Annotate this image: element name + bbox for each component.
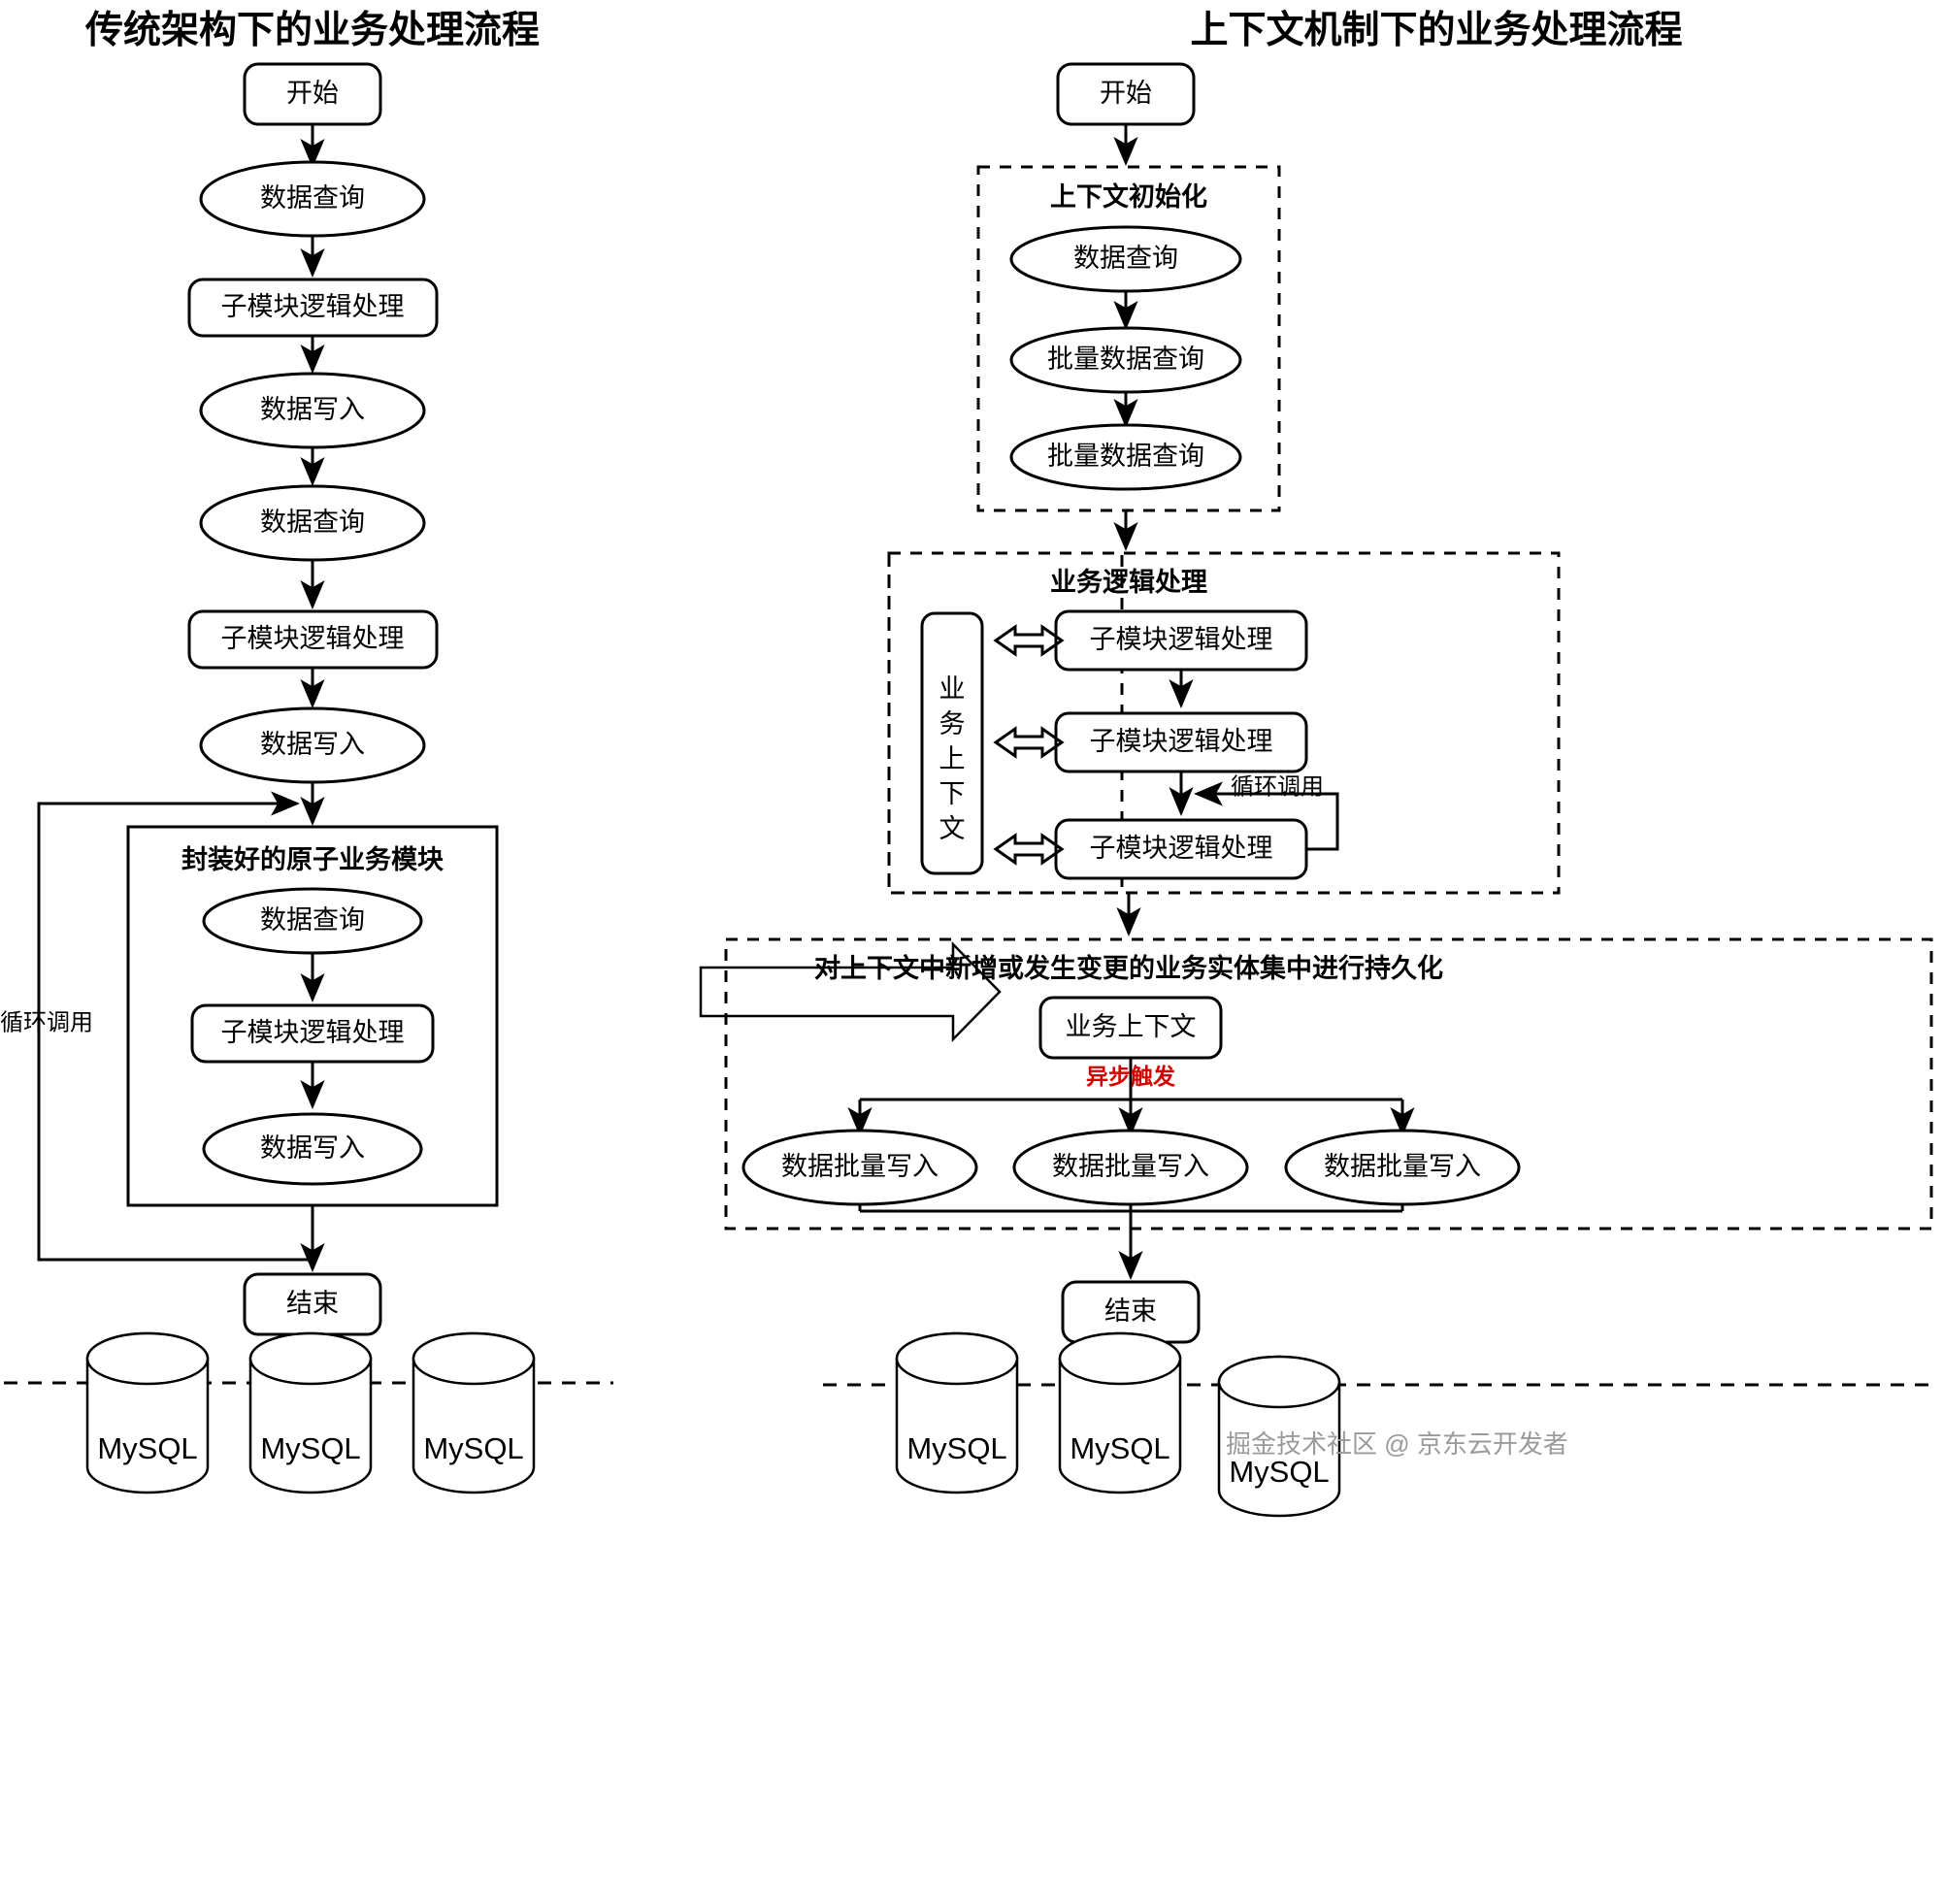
left-node-submodule-1-label: 子模块逻辑处理 [221,292,405,321]
right-async-label: 异步触发 [1086,1064,1175,1089]
right-database-2-label: MySQL [1070,1431,1169,1465]
left-group-node-write-label: 数据写入 [260,1133,365,1163]
right-loop-label: 循环调用 [1231,773,1324,800]
right-init-node-2-label: 批量数据查询 [1047,345,1204,374]
right-database-3-label: MySQL [1229,1455,1329,1489]
left-database-1-label: MySQL [97,1431,197,1465]
left-database-2: MySQL [248,1331,373,1494]
right-context-bar-char-4: 下 [939,779,966,808]
right-context-bar-char-5: 文 [939,814,966,843]
right-context-bar[interactable] [920,611,984,875]
right-bidir-arrow-1 [993,624,1065,657]
right-group-logic-label: 业务逻辑处理 [1050,568,1207,597]
right-context-box-label: 业务上下文 [1066,1012,1197,1041]
right-init-node-3[interactable] [1009,423,1242,491]
right-persist-node-1-label: 数据批量写入 [781,1152,939,1181]
right-group-persist [724,937,1933,1231]
right-context-bar-char-1: 业 [939,674,966,704]
right-database-2: MySQL [1058,1331,1182,1494]
left-group-node-submodule-label: 子模块逻辑处理 [221,1018,405,1047]
right-context-bar-char-3: 上 [939,744,966,773]
right-bidir-arrow-2 [993,726,1065,759]
right-logic-node-3-label: 子模块逻辑处理 [1090,834,1273,863]
left-node-submodule-2-label: 子模块逻辑处理 [221,624,405,653]
right-init-node-1-label: 数据查询 [1073,244,1178,273]
left-node-query-1-label: 数据查询 [260,183,365,213]
right-database-1: MySQL [895,1331,1019,1494]
right-node-start-label: 开始 [1100,79,1152,108]
right-bidir-arrow-3 [993,833,1065,866]
watermark-text: 掘金技术社区 @ 京东云开发者 [1226,1429,1568,1459]
right-node-end-label: 结束 [1104,1297,1157,1326]
right-edge-loop-call [1194,781,1339,851]
right-database-3: MySQL [1217,1355,1341,1518]
right-context-bar-char-2: 务 [939,709,966,739]
left-node-start-label: 开始 [286,79,339,108]
left-database-3: MySQL [412,1331,536,1494]
right-group-context-init-label: 上下文初始化 [1050,181,1207,212]
left-node-end-label: 结束 [286,1289,339,1318]
right-logic-node-1-label: 子模块逻辑处理 [1090,625,1273,654]
left-loop-label: 循环调用 [0,1009,93,1035]
left-database-3-label: MySQL [423,1431,523,1465]
right-group-persist-label: 对上下文中新增或发生变更的业务实体集中进行持久化 [814,953,1443,983]
left-group-node-write[interactable] [202,1112,423,1186]
right-persist-node-2-label: 数据批量写入 [1052,1152,1209,1181]
left-database-1: MySQL [85,1331,210,1494]
left-node-query-2-label: 数据查询 [260,508,365,537]
right-persist-node-3-label: 数据批量写入 [1324,1152,1481,1181]
left-panel-title: 传统架构下的业务处理流程 [84,10,540,51]
left-node-write-1-label: 数据写入 [260,395,365,424]
right-group-context-init [976,165,1281,512]
right-logic-node-2-label: 子模块逻辑处理 [1090,727,1273,756]
right-init-node-3-label: 批量数据查询 [1047,442,1204,471]
left-node-write-2-label: 数据写入 [260,730,365,759]
right-group-logic-box [887,551,1561,895]
left-database-2-label: MySQL [260,1431,360,1465]
right-panel-title: 上下文机制下的业务处理流程 [1190,10,1682,51]
left-group-node-query-label: 数据查询 [260,905,365,935]
left-group-atomic-module-label: 封装好的原子业务模块 [181,844,445,874]
right-database-1-label: MySQL [906,1431,1006,1465]
transition-arrow [699,940,1002,1043]
